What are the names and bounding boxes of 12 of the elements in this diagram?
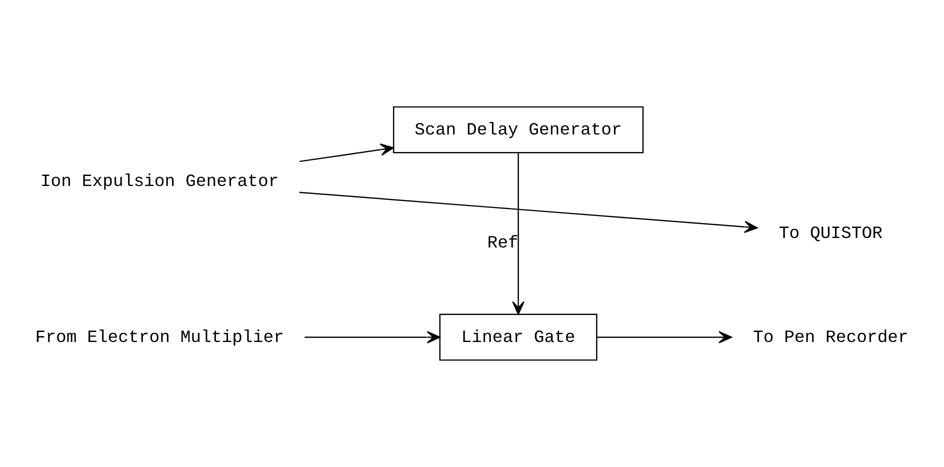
node-text: From Electron Multiplier: [35, 328, 284, 348]
node-text: To QUISTOR: [778, 225, 883, 244]
node-text: Ion Expulsion Generator: [40, 173, 279, 192]
arrow: [596, 331, 732, 344]
arrow: [299, 192, 758, 234]
node-text: To Pen Recorder: [752, 328, 908, 348]
arrow: [304, 331, 440, 344]
node-box: Linear Gate: [439, 314, 598, 361]
arrow: [512, 152, 524, 315]
arrow: [300, 143, 394, 162]
edge-label: Ref: [487, 234, 518, 254]
node-box: Scan Delay Generator: [392, 106, 644, 154]
